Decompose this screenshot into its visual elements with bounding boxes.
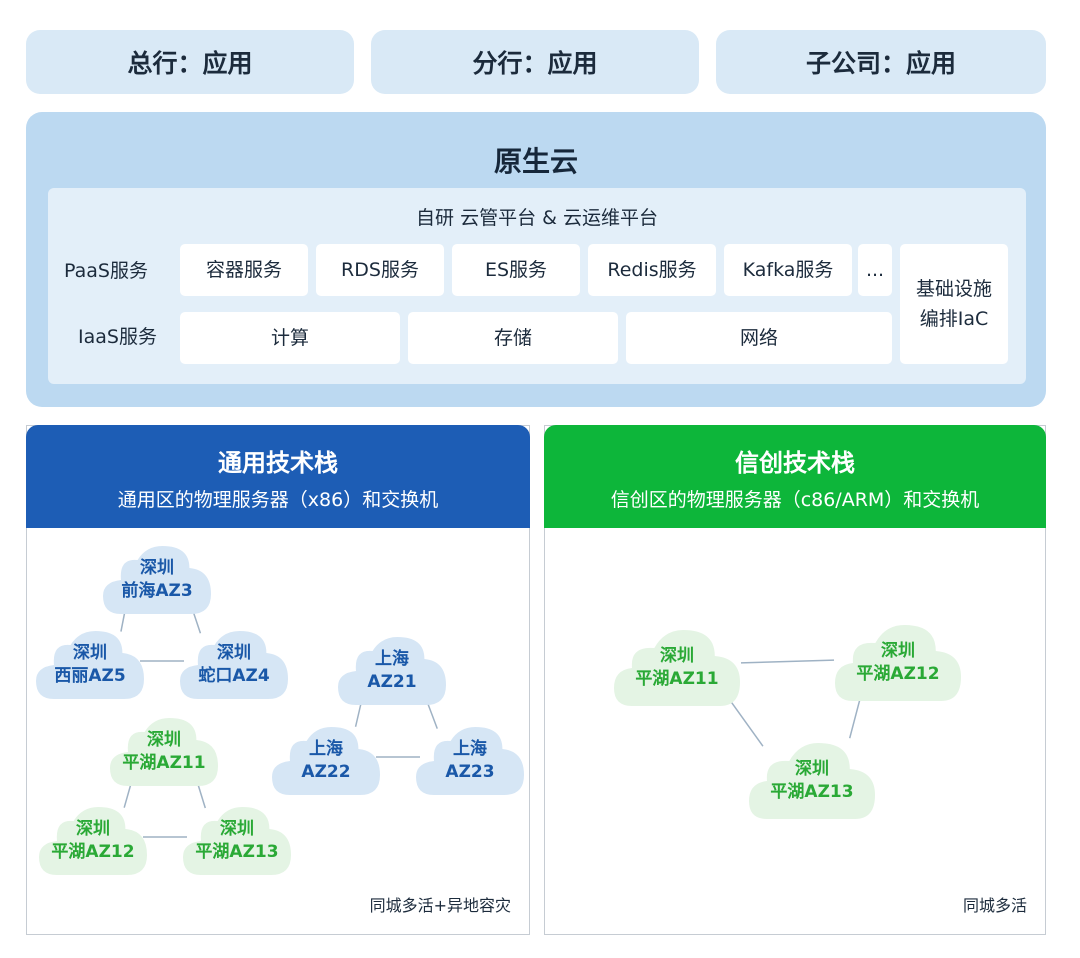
az-city: 深圳 (75, 819, 110, 839)
cloud-icon (39, 807, 147, 875)
az-city: 深圳 (880, 641, 915, 661)
az-zone: AZ22 (301, 762, 351, 782)
general-az-label: 深圳平湖AZ12 (51, 818, 134, 864)
az-city: 深圳 (659, 646, 694, 666)
az-city: 深圳 (219, 819, 254, 839)
infra-iac-tile: 基础设施 编排IaC (900, 244, 1008, 364)
cloud-icon (183, 807, 291, 875)
xinchuang-az-label: 深圳平湖AZ12 (856, 640, 939, 686)
general-az-label: 深圳前海AZ3 (121, 557, 192, 603)
xinchuang-stack-note: 同城多活 (962, 896, 1027, 915)
az-zone: 蛇口AZ4 (198, 666, 270, 686)
iaas-compute: 计算 (180, 312, 400, 364)
az-city: 上海 (374, 649, 409, 669)
paas-es-service: ES服务 (452, 244, 580, 296)
platform-title: 自研 云管平台 & 云运维平台 (416, 207, 658, 229)
az-zone: 西丽AZ5 (54, 666, 126, 686)
native-cloud-panel: 原生云 自研 云管平台 & 云运维平台 PaaS服务 IaaS服务 容器服务 R… (26, 112, 1046, 407)
paas-redis-service: Redis服务 (588, 244, 716, 296)
general-az-label: 深圳平湖AZ13 (195, 818, 278, 864)
xinchuang-stack-subtitle: 信创区的物理服务器（c86/ARM）和交换机 (610, 489, 980, 511)
az-city: 深圳 (73, 643, 107, 663)
app-branch: 分行：应用 (371, 30, 699, 94)
az-city: 深圳 (217, 643, 251, 663)
az-link-line (740, 659, 835, 664)
az-zone: 平湖AZ12 (51, 842, 135, 862)
paas-more: ... (858, 244, 892, 296)
infra-line1: 基础设施 (915, 278, 992, 300)
az-city: 上海 (452, 739, 487, 759)
az-link-line (848, 697, 862, 739)
xinchuang-stack-title: 信创技术栈 (735, 449, 855, 477)
cloud-icon (36, 631, 144, 699)
xinchuang-stack-header: 信创技术栈 信创区的物理服务器（c86/ARM）和交换机 (544, 425, 1046, 528)
az-zone: 平湖AZ11 (635, 669, 719, 689)
paas-rds-service: RDS服务 (316, 244, 444, 296)
cloud-icon (614, 630, 740, 706)
paas-container-service: 容器服务 (180, 244, 308, 296)
iaas-network: 网络 (626, 312, 892, 364)
az-zone: 平湖AZ11 (122, 753, 206, 773)
cloud-icon (416, 727, 524, 795)
az-city: 深圳 (146, 730, 181, 750)
cloud-icon (103, 546, 211, 614)
cloud-icon (110, 718, 218, 786)
az-city: 深圳 (140, 558, 174, 578)
az-zone: 前海AZ3 (121, 581, 193, 601)
cloud-icon (835, 625, 961, 701)
iaas-storage: 存储 (408, 312, 618, 364)
xinchuang-az-label: 深圳平湖AZ13 (770, 758, 853, 804)
xinchuang-az-label: 深圳平湖AZ11 (635, 645, 718, 691)
general-stack-note: 同城多活+异地容灾 (369, 896, 511, 915)
general-stack-subtitle: 通用区的物理服务器（x86）和交换机 (117, 489, 439, 511)
cloud-icon (180, 631, 288, 699)
az-city: 上海 (308, 739, 343, 759)
general-stack-title: 通用技术栈 (218, 449, 338, 477)
paas-kafka-service: Kafka服务 (724, 244, 852, 296)
app-subsidiary: 子公司：应用 (716, 30, 1046, 94)
cloud-platform-panel: 自研 云管平台 & 云运维平台 PaaS服务 IaaS服务 容器服务 RDS服务… (48, 188, 1026, 384)
az-zone: AZ23 (445, 762, 495, 782)
az-zone: 平湖AZ13 (770, 782, 854, 802)
general-az-label: 上海 AZ21 (367, 648, 416, 694)
az-link-line (725, 694, 764, 747)
az-city: 深圳 (794, 759, 829, 779)
cloud-icon (338, 637, 446, 705)
az-zone: AZ21 (367, 672, 417, 692)
general-az-label: 深圳蛇口AZ4 (198, 642, 269, 688)
general-stack-header: 通用技术栈 通用区的物理服务器（x86）和交换机 (26, 425, 530, 528)
general-az-label: 上海 AZ22 (301, 738, 350, 784)
general-az-label: 上海 AZ23 (445, 738, 494, 784)
general-az-label: 深圳西丽AZ5 (54, 642, 125, 688)
iaas-label: IaaS服务 (78, 326, 157, 348)
general-az-label: 深圳平湖AZ11 (122, 729, 205, 775)
native-cloud-title: 原生云 (493, 145, 578, 178)
cloud-icon (749, 743, 875, 819)
az-zone: 平湖AZ13 (195, 842, 279, 862)
app-head-office: 总行：应用 (26, 30, 354, 94)
az-zone: 平湖AZ12 (856, 664, 940, 684)
infra-line2: 编排IaC (919, 308, 989, 330)
cloud-icon (272, 727, 380, 795)
paas-label: PaaS服务 (64, 260, 148, 282)
